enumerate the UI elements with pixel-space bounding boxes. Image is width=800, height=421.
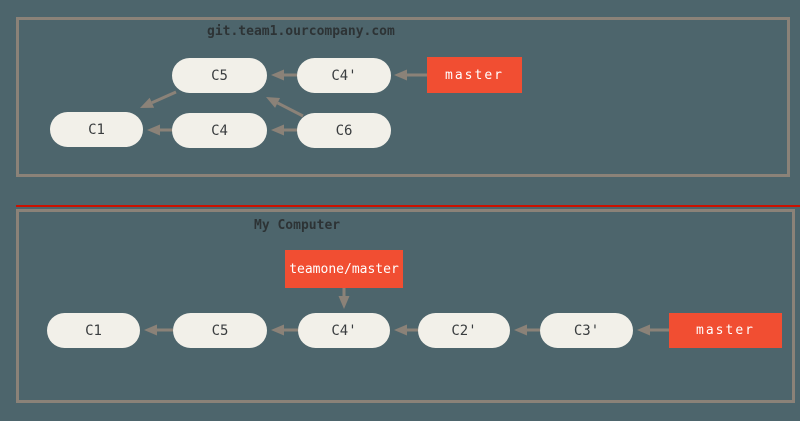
commit-node-c2p: C2' (418, 313, 510, 348)
panel-separator-line (16, 205, 800, 207)
panel-my-computer (16, 209, 795, 403)
branch-ref-teamone-master: teamone/master (285, 250, 403, 288)
panel-remote-server (16, 17, 790, 177)
commit-node-c3p: C3' (540, 313, 633, 348)
commit-node-c6: C6 (297, 113, 391, 148)
commit-node-c1: C1 (50, 112, 143, 147)
commit-node-c1: C1 (47, 313, 140, 348)
panel-title-remote: git.team1.ourcompany.com (207, 24, 395, 39)
branch-ref-master: master (669, 313, 782, 348)
panel-title-my-computer: My Computer (254, 218, 341, 233)
commit-node-c4: C4 (172, 113, 267, 148)
commit-node-c5: C5 (172, 58, 267, 93)
branch-ref-master: master (427, 57, 522, 93)
commit-node-c4p: C4' (297, 58, 391, 93)
commit-node-c4p: C4' (298, 313, 390, 348)
commit-node-c5: C5 (173, 313, 267, 348)
